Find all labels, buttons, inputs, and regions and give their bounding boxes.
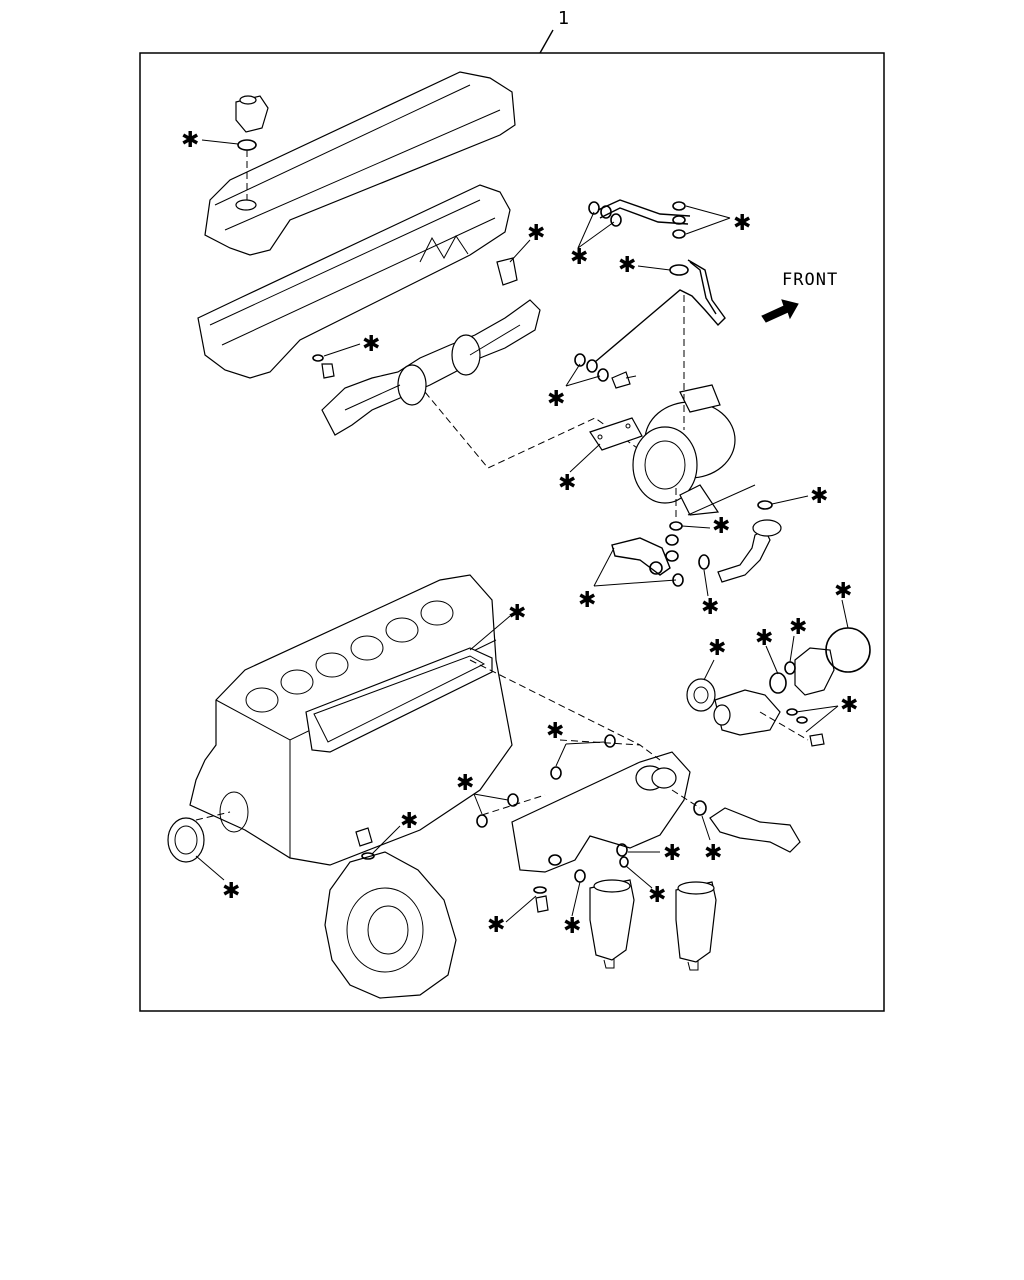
callout-number: 1 xyxy=(558,8,569,29)
asterisk-icon: ✱ xyxy=(755,626,773,651)
cover-bolt xyxy=(312,354,335,379)
cover-stud xyxy=(496,257,518,286)
asterisk-icon: ✱ xyxy=(618,253,636,278)
asterisk-icon: ✱ xyxy=(400,809,418,834)
asterisk-icon: ✱ xyxy=(362,332,380,357)
filler-cap-o-ring xyxy=(237,139,257,151)
turbo-flange-gasket xyxy=(589,417,643,451)
asterisk-icon: ✱ xyxy=(456,771,474,796)
front-arrow-icon xyxy=(761,299,799,323)
turbo-oil-feed-pipe xyxy=(594,199,726,363)
banjo-bolt xyxy=(611,371,637,389)
thermostat-housing xyxy=(713,689,781,736)
asterisk-icon: ✱ xyxy=(558,471,576,496)
turbo-drain-hose xyxy=(717,519,782,583)
asterisk-icon: ✱ xyxy=(789,615,807,640)
turbocharger xyxy=(632,384,736,516)
oil-filler-cap xyxy=(235,95,269,133)
asterisk-icon: ✱ xyxy=(527,221,545,246)
oil-cooler-housing xyxy=(511,751,691,873)
crankshaft-seal xyxy=(167,817,205,863)
asterisk-icon: ✱ xyxy=(810,484,828,509)
oil-filter-primary xyxy=(589,879,635,969)
rocker-cover xyxy=(204,71,516,256)
turbo-oil-return-pipe xyxy=(611,521,710,587)
gasket-markers: ✱ ✱ ✱ ✱ ✱ ✱ ✱ ✱ ✱ ✱ ✱ ✱ xyxy=(181,128,858,939)
asterisk-icon: ✱ xyxy=(733,211,751,236)
thermostat xyxy=(769,647,835,696)
asterisk-icon: ✱ xyxy=(578,588,596,613)
flywheel-housing xyxy=(324,851,457,999)
asterisk-icon: ✱ xyxy=(708,636,726,661)
asterisk-icon: ✱ xyxy=(840,693,858,718)
side-cover-gasket xyxy=(305,647,493,753)
asterisk-icon: ✱ xyxy=(508,601,526,626)
asterisk-icon: ✱ xyxy=(570,245,588,270)
thermostat-gasket xyxy=(686,678,716,712)
exhaust-manifold xyxy=(321,299,541,436)
asterisk-icon: ✱ xyxy=(546,719,564,744)
asterisk-icon: ✱ xyxy=(704,841,722,866)
asterisk-icon: ✱ xyxy=(701,595,719,620)
asterisk-icon: ✱ xyxy=(181,128,199,153)
asterisk-icon: ✱ xyxy=(712,514,730,539)
housing-plug xyxy=(355,827,375,860)
callout-leader xyxy=(539,29,554,54)
thermostat-seal-ring xyxy=(825,627,871,673)
diagram-frame xyxy=(139,52,885,1012)
asterisk-icon: ✱ xyxy=(547,387,565,412)
drain-plug xyxy=(533,886,549,913)
asterisk-icon: ✱ xyxy=(563,914,581,939)
asterisk-icon: ✱ xyxy=(487,913,505,938)
oil-filter-secondary xyxy=(675,881,717,971)
asterisk-icon: ✱ xyxy=(663,841,681,866)
water-pipe xyxy=(693,800,801,853)
rocker-cover-gasket xyxy=(197,184,511,379)
asterisk-icon: ✱ xyxy=(222,879,240,904)
asterisk-icon: ✱ xyxy=(648,883,666,908)
turbo-banjo-o-ring xyxy=(669,264,689,276)
front-label: FRONT xyxy=(782,270,838,290)
asterisk-icon: ✱ xyxy=(834,579,852,604)
